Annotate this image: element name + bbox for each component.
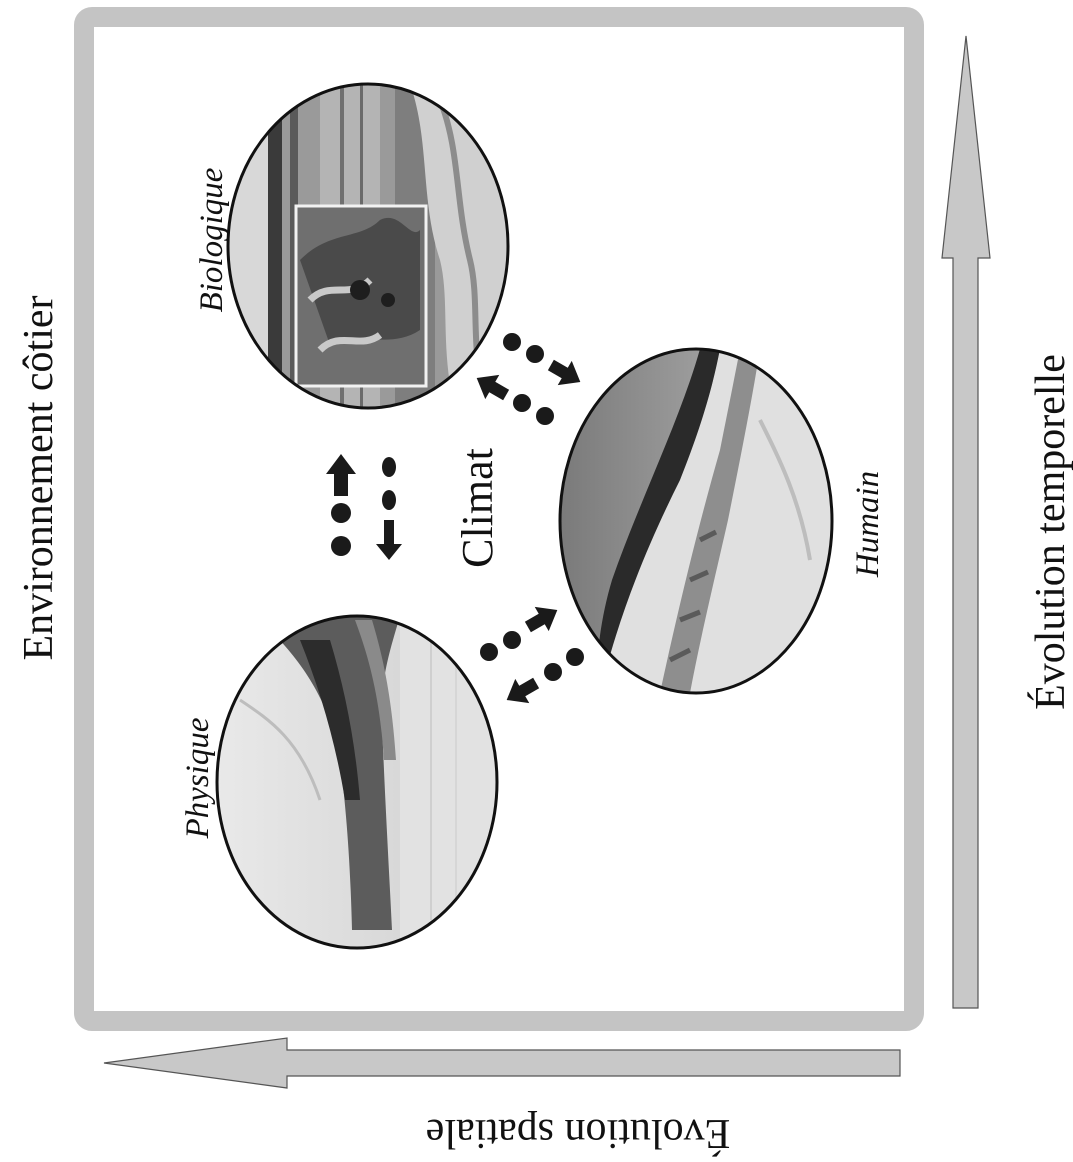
biologique-node: Biologique (194, 84, 508, 408)
connector-dot (331, 503, 351, 523)
center-label: Climat (453, 448, 502, 568)
connector-dot (526, 345, 544, 363)
physique-node: Physique (180, 616, 497, 948)
connector-dot (566, 648, 584, 666)
connector-dot (513, 394, 531, 412)
connector-dot (331, 536, 351, 556)
shoreline-vegetation-photo (228, 84, 508, 408)
connector-physique-biologique (326, 454, 402, 560)
connector-dot (382, 457, 396, 477)
arrow-down-left-icon (500, 671, 543, 712)
connector-dot (480, 643, 498, 661)
spatial-axis-label: Évolution spatiale (426, 1110, 730, 1157)
connector-dot (503, 631, 521, 649)
connector-dot (382, 490, 396, 510)
spatial-axis-arrow (104, 1038, 900, 1088)
connector-biologique-humain (470, 333, 588, 425)
connector-dot (544, 663, 562, 681)
temporal-axis-arrow (942, 36, 990, 1008)
arrow-up-left-icon (470, 366, 513, 407)
connector-dot (536, 407, 554, 425)
frame-title: Environnement côtier (16, 295, 62, 660)
humain-label: Humain (850, 471, 886, 578)
connector-dot (503, 333, 521, 351)
arrow-down-icon (376, 520, 402, 560)
temporal-axis-label: Évolution temporelle (1027, 354, 1073, 710)
coastal-cliff-photo (217, 616, 497, 948)
arrow-up-icon (326, 454, 356, 496)
connector-physique-humain (480, 598, 584, 712)
arrow-down-right-icon (544, 353, 587, 394)
humain-node: Humain (560, 349, 886, 693)
physique-label: Physique (180, 718, 216, 840)
biologique-label: Biologique (194, 168, 230, 313)
arrow-up-right-icon (521, 598, 564, 639)
riprap-seawall-photo (560, 349, 832, 693)
